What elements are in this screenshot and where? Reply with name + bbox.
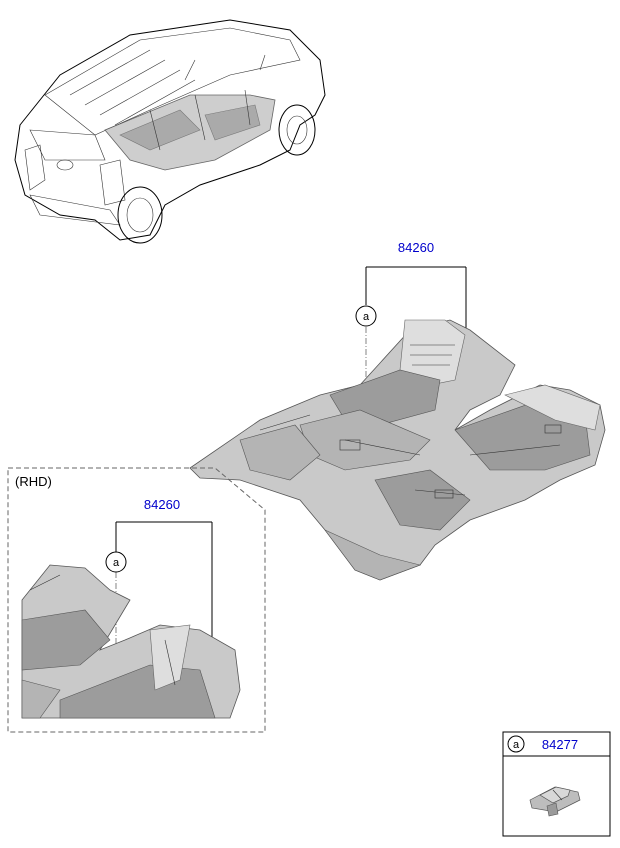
- legend-callout-a: a: [507, 735, 525, 753]
- callout-a-main[interactable]: a: [355, 305, 377, 327]
- legend-box: a 84277: [502, 731, 611, 837]
- rhd-label: (RHD): [15, 474, 52, 489]
- vehicle-illustration: [14, 19, 326, 244]
- callout-a-rhd[interactable]: a: [105, 551, 127, 573]
- clip-fastener-icon: [529, 786, 581, 817]
- rhd-inset: (RHD): [7, 467, 266, 733]
- part-number-84260-rhd[interactable]: 84260: [144, 497, 180, 512]
- callout-letter: a: [363, 311, 370, 323]
- legend-callout-letter: a: [513, 739, 520, 751]
- part-number-84260-main[interactable]: 84260: [398, 240, 434, 255]
- part-number-84277[interactable]: 84277: [542, 737, 578, 752]
- floor-covering-assembly: [189, 266, 606, 581]
- callout-letter-rhd: a: [113, 557, 120, 569]
